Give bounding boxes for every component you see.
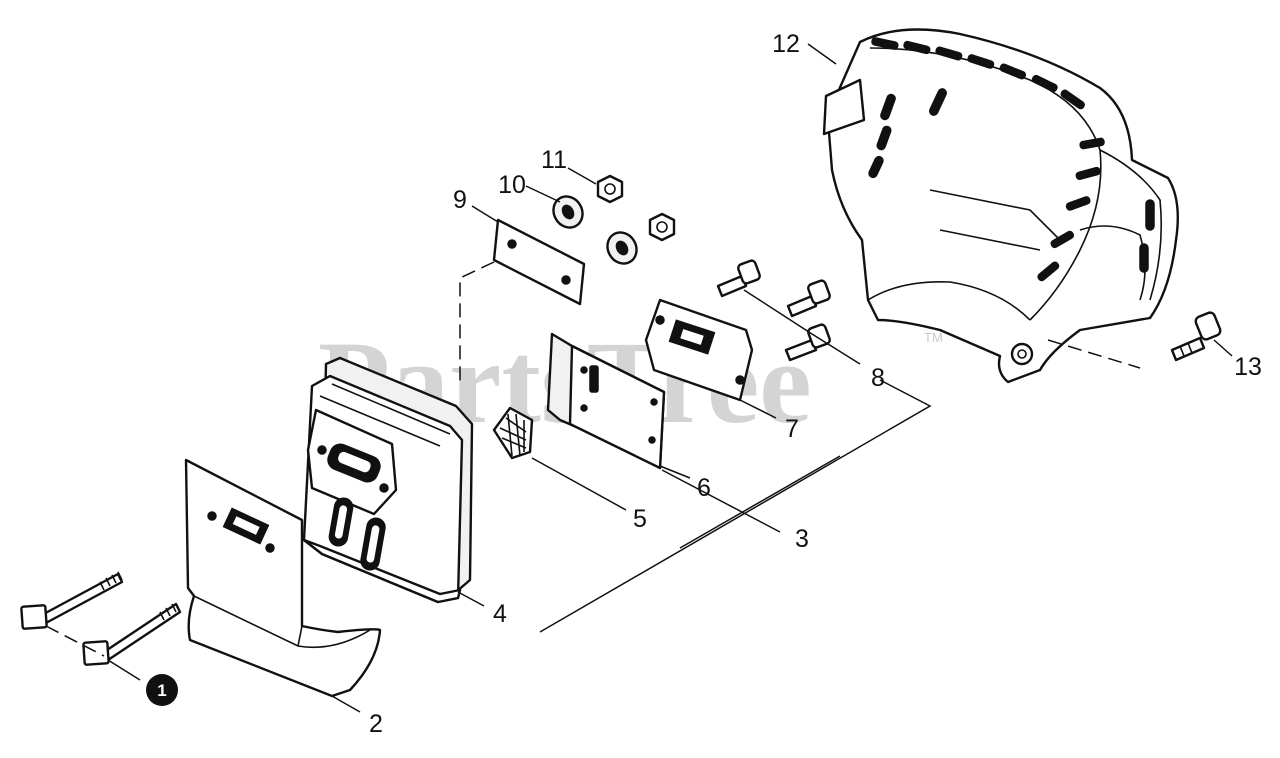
part-plate[interactable] xyxy=(492,218,586,306)
assembly-lines xyxy=(45,261,1141,657)
part-bolts[interactable] xyxy=(20,571,182,666)
callout-1-label: 1 xyxy=(157,681,166,700)
callout-4-label[interactable]: 4 xyxy=(493,600,507,628)
callout-1-marker xyxy=(146,674,178,706)
part-muffler-body[interactable] xyxy=(302,356,474,604)
callout-6-label[interactable]: 6 xyxy=(697,474,711,502)
part-spark-screen[interactable] xyxy=(492,406,534,460)
part-cover-screw[interactable] xyxy=(1170,311,1222,362)
cover-vent-slots xyxy=(868,37,1155,282)
callout-8-label[interactable]: 8 xyxy=(871,364,885,392)
part-bracket[interactable] xyxy=(546,332,666,470)
part-washers[interactable] xyxy=(548,191,642,269)
callout-5-label[interactable]: 5 xyxy=(633,505,647,533)
callout-3-label[interactable]: 3 xyxy=(795,525,809,553)
callout-10-label[interactable]: 10 xyxy=(498,171,526,199)
callout-12-label[interactable]: 12 xyxy=(772,30,800,58)
leader-lines xyxy=(107,43,1233,713)
part-muffler-cover[interactable] xyxy=(822,28,1179,384)
part-heat-shield[interactable] xyxy=(184,458,382,698)
part-exhaust-gasket[interactable] xyxy=(644,298,754,402)
callout-9-label[interactable]: 9 xyxy=(453,186,467,214)
callout-2-label[interactable]: 2 xyxy=(369,710,383,738)
callout-13-label[interactable]: 13 xyxy=(1234,353,1262,381)
watermark-trademark: TM xyxy=(924,330,943,345)
part-screws-center[interactable] xyxy=(716,259,831,362)
callout-7-label[interactable]: 7 xyxy=(785,415,799,443)
part-nuts[interactable] xyxy=(596,174,676,242)
callout-11-label[interactable]: 11 xyxy=(541,146,567,174)
callout-1[interactable]: 1 xyxy=(146,674,178,706)
